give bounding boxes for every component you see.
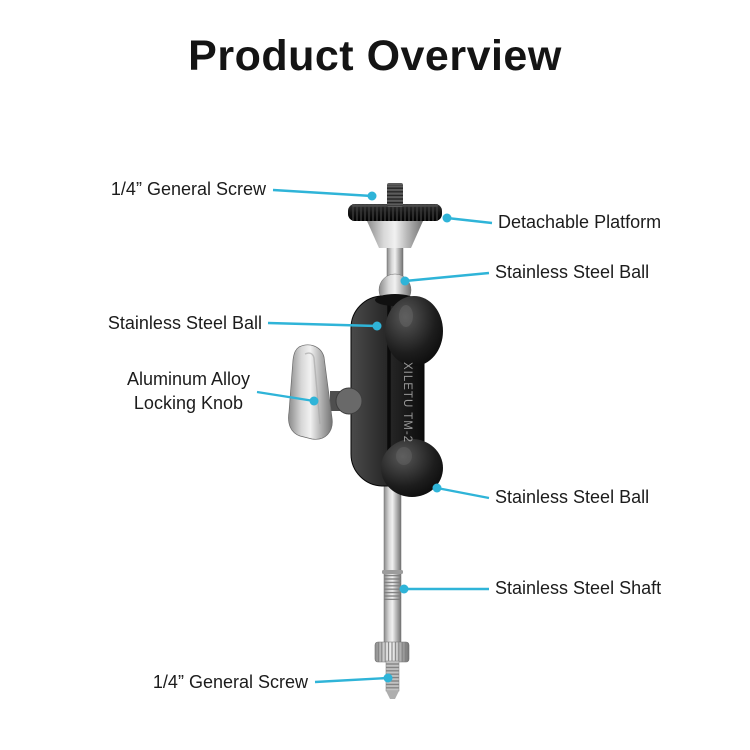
detachable-platform [348,204,442,248]
callout-label-shaft: Stainless Steel Shaft [495,578,662,598]
callout-lines [256,188,493,684]
callout-label-ball-lower: Stainless Steel Ball [495,487,650,507]
bottom-screw [385,660,400,699]
callout-label-platform: Detachable Platform [498,212,662,232]
callout-label-bottom-screw: 1/4” General Screw [152,672,308,692]
callout-line-ball-left [267,321,382,331]
lower-ball-bulge [381,439,443,497]
callout-line-bottom-screw [314,673,393,684]
callout-line-platform [442,213,493,225]
knurled-collar [374,641,410,663]
callout-line-ball-upper [400,271,490,286]
callout-label-knob: Aluminum Alloy Locking Knob [126,369,250,413]
callout-line-shaft [399,584,489,594]
callout-label-ball-left: Stainless Steel Ball [107,313,262,333]
callout-line-ball-lower [432,483,490,500]
callout-label-ball-upper: Stainless Steel Ball [495,262,650,282]
page-title: Product Overview [188,32,562,80]
callout-line-top-screw [272,188,377,201]
steel-shaft [382,481,403,645]
callout-line-knob [256,390,319,406]
brand-text: XILETU TM-2 [401,362,413,443]
upper-ball-bulge [385,296,443,366]
top-screw [387,183,403,207]
callout-label-top-screw: 1/4” General Screw [110,179,266,199]
locking-knob [288,344,363,440]
